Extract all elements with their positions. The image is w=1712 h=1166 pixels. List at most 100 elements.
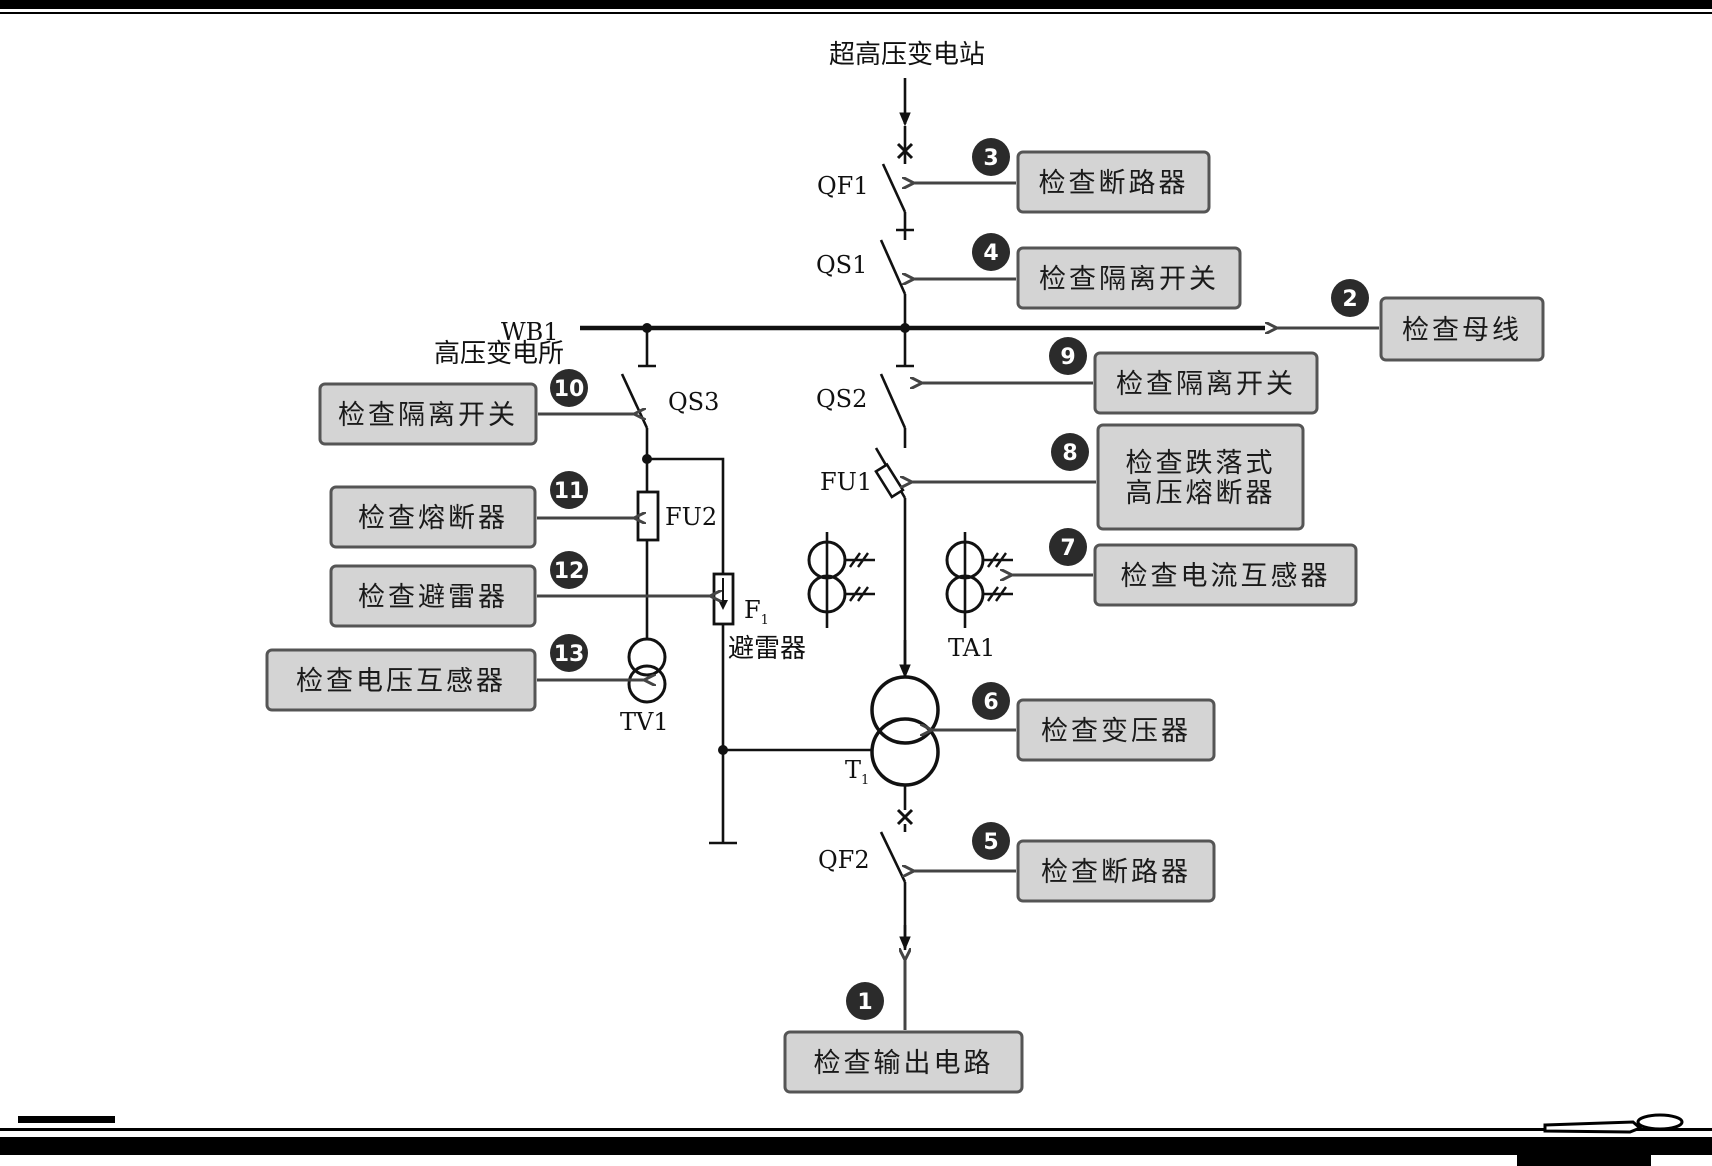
arrester-label: 避雷器 [728,634,806,664]
qs2-label: QS2 [816,385,867,413]
ct-left [807,532,875,628]
step-3-text: 检查断路器 [1039,168,1189,199]
svg-text:6: 6 [983,690,998,715]
step-1-box: 检查输出电路 [783,1030,1024,1094]
step-11-text: 检查熔断器 [358,503,508,534]
step-2-callout: 检查母线 2 [1275,279,1545,362]
step-8-text: 检查跌落式 [1126,448,1276,479]
step-10-box: 检查隔离开关 [318,382,538,446]
step-6-badge: 6 [972,682,1010,720]
qs2-disconnector [879,328,914,448]
qf2-label: QF2 [818,846,870,874]
f1-label: F1 [744,596,769,628]
step-1-callout: 检查输出电路 1 [783,958,1024,1094]
vt-tv1 [627,637,667,704]
top-border-thin [0,12,1712,14]
tv1-label: TV1 [620,708,669,736]
step-4-box: 检查隔离开关 [1016,246,1242,310]
bottom-left-mark [18,1116,115,1123]
busbar-label: WB1 [501,318,559,346]
ta1-label: TA1 [948,634,995,662]
arrester-f1 [712,572,735,626]
step-4-text: 检查隔离开关 [1039,264,1219,295]
pencil-doodle [1543,1113,1684,1134]
step-7-badge: 7 [1049,528,1087,566]
svg-text:7: 7 [1060,536,1075,561]
svg-text:12: 12 [554,559,585,584]
qs3-disconnector [620,328,656,460]
step-6-box: 检查变压器 [1016,698,1216,762]
step-5-callout: 检查断路器 5 [912,822,1216,903]
step-10-callout: 检查隔离开关 10 [318,369,636,446]
svg-text:9: 9 [1060,345,1075,370]
qf2-breaker [879,785,914,950]
step-11-badge: 11 [550,471,588,509]
svg-text:4: 4 [983,241,998,266]
source-label: 超高压变电站 [829,40,985,70]
t1-label: T1 [845,756,869,788]
step-11-box: 检查熔断器 [329,485,537,549]
bottom-border-thin [0,1128,1712,1131]
bottom-border [0,1137,1712,1155]
step-3-box: 检查断路器 [1016,150,1211,214]
svg-text:8: 8 [1062,441,1077,466]
qs3-label: QS3 [668,388,719,416]
step-10-badge: 10 [550,369,588,407]
qs1-disconnector [879,230,907,328]
step-9-text: 检查隔离开关 [1116,369,1296,400]
step-7-callout: 检查电流互感器 7 [1010,528,1358,607]
step-5-badge: 5 [972,822,1010,860]
step-12-text: 检查避雷器 [358,582,508,613]
step-4-badge: 4 [972,233,1010,271]
svg-text:3: 3 [983,146,998,171]
step-13-badge: 13 [550,634,588,672]
step-8-text: 高压熔断器 [1126,478,1276,509]
step-8-badge: 8 [1051,433,1089,471]
step-2-text: 检查母线 [1402,315,1522,346]
step-4-callout: 检查隔离开关 4 [912,233,1242,310]
step-7-box: 检查电流互感器 [1093,543,1358,607]
step-13-box: 检查电压互感器 [265,648,537,712]
transformer-t1 [870,675,940,787]
arrester-branch-wire [647,457,725,843]
qs1-label: QS1 [816,251,867,279]
fu2-label: FU2 [665,503,717,531]
step-12-badge: 12 [550,551,588,589]
step-3-badge: 3 [972,138,1010,176]
svg-text:10: 10 [554,377,585,402]
step-12-callout: 检查避雷器 12 [329,551,712,628]
step-2-badge: 2 [1331,279,1369,317]
svg-text:5: 5 [983,830,998,855]
step-13-text: 检查电压互感器 [296,666,506,697]
step-5-box: 检查断路器 [1016,839,1216,903]
step-10-text: 检查隔离开关 [338,400,518,431]
bottom-right-block [1517,1150,1651,1166]
svg-text:1: 1 [857,990,872,1015]
qf1-label: QF1 [817,172,869,200]
step-6-callout: 检查变压器 6 [930,682,1216,762]
svg-text:11: 11 [554,479,585,504]
svg-text:2: 2 [1342,287,1357,312]
step-12-box: 检查避雷器 [329,564,537,628]
fu1-label: FU1 [820,468,872,496]
step-7-text: 检查电流互感器 [1121,561,1331,592]
step-2-box: 检查母线 [1379,296,1545,362]
step-9-callout: 检查隔离开关 9 [920,337,1319,415]
fu2-fuse [636,459,660,640]
substation-label: 高压变电所 [434,339,564,369]
step-3-callout: 检查断路器 3 [912,138,1211,214]
top-border [0,0,1712,9]
fu1-dropout-fuse [874,447,907,672]
step-13-callout: 检查电压互感器 13 [265,634,646,712]
ct-ta1 [945,532,1013,628]
step-9-badge: 9 [1049,337,1087,375]
step-1-text: 检查输出电路 [814,1048,994,1079]
step-11-callout: 检查熔断器 11 [329,471,636,549]
qf1-breaker [881,126,914,232]
step-6-text: 检查变压器 [1041,716,1191,747]
svg-text:13: 13 [554,642,585,667]
step-1-badge: 1 [846,982,884,1020]
